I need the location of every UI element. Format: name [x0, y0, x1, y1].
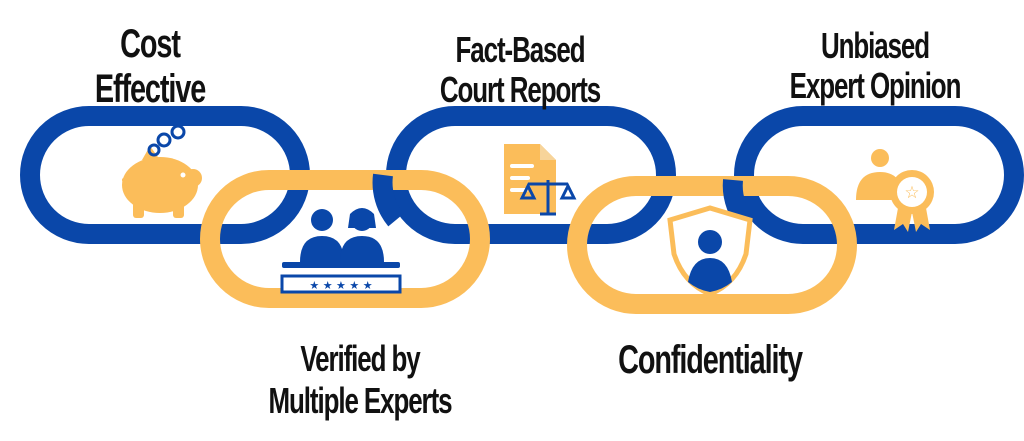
label-line: Multiple Experts — [268, 380, 453, 422]
svg-text:★ ★ ★ ★ ★: ★ ★ ★ ★ ★ — [309, 279, 372, 292]
label-unbiased-opinion: Unbiased Expert Opinion — [778, 25, 972, 107]
label-line: Cost — [120, 22, 181, 66]
label-line: Expert Opinion — [789, 65, 962, 107]
experts-podium-icon: ★ ★ ★ ★ ★ — [280, 208, 402, 294]
piggy-bank-icon — [122, 124, 202, 218]
svg-text:☆: ☆ — [904, 183, 919, 203]
label-verified-multiple-experts: Verified by Multiple Experts — [266, 338, 453, 423]
label-line: Unbiased — [820, 25, 930, 66]
chain-link-unbiased-opinion — [734, 106, 1024, 244]
label-line: Court Reports — [439, 69, 601, 111]
shield-user-icon — [667, 205, 753, 297]
chain-link-verified-multiple-experts — [200, 170, 490, 308]
label-line: Effective — [94, 66, 206, 111]
chain-overlap-segment — [372, 173, 405, 227]
label-fact-based-reports: Fact-Based Court Reports — [434, 29, 607, 111]
label-line: Verified by — [300, 338, 420, 379]
chain-link-confidentiality — [567, 176, 857, 314]
label-confidentiality: Confidentiality — [609, 340, 811, 380]
label-line: Fact-Based — [455, 29, 586, 70]
report-scales-icon — [504, 144, 577, 216]
user-award-icon: ☆ — [856, 149, 934, 232]
label-cost-effective: Cost Effective — [64, 22, 237, 112]
label-line: Confidentiality — [618, 338, 803, 382]
